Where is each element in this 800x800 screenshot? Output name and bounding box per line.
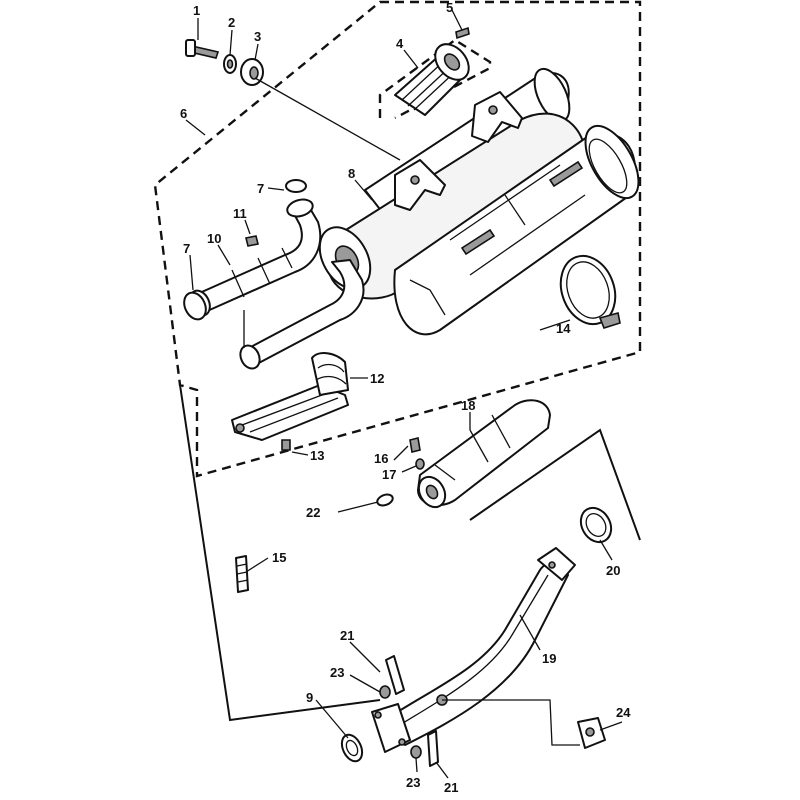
pipe-heat-shield-edge [241, 391, 339, 433]
clamp-band-inner [566, 261, 610, 319]
heat-shield-end-ring [584, 124, 640, 200]
bracket-hole-front [410, 175, 420, 185]
stud-21-upper [385, 655, 405, 695]
bolt-16 [409, 437, 421, 453]
pipe-heat-shield-ribs [315, 363, 347, 385]
grommet-hole-3 [249, 66, 259, 80]
heat-shield-slot-2 [548, 160, 584, 188]
header-pipe [183, 179, 322, 321]
connector-pipe-end [239, 344, 261, 370]
callout-23-lower: 23 [406, 775, 420, 790]
flange-hole-1 [374, 711, 382, 719]
stud-21-lower [427, 730, 439, 767]
clamp-bolt [598, 311, 621, 329]
assembly-boundary-dashed [153, 0, 642, 478]
connector-pipe [244, 259, 365, 366]
right-boundary-line [469, 428, 641, 541]
end-cap [579, 506, 613, 544]
pipe-heat-shield-saddle [311, 352, 349, 396]
tail-pipe-inlet-hole [425, 484, 439, 500]
callout-13: 13 [310, 448, 324, 463]
gasket-7-upper [285, 179, 307, 193]
sensor-wire [442, 699, 580, 746]
callout-24: 24 [616, 705, 631, 720]
pipe-heat-shield-hole [235, 423, 245, 433]
callout-17: 17 [382, 467, 396, 482]
spark-arrestor-flange-hole [443, 53, 461, 71]
callout-23-upper: 23 [330, 665, 344, 680]
header-pipe-outlet [286, 198, 314, 218]
nut-11 [245, 235, 259, 247]
callout-14: 14 [556, 321, 571, 336]
bolt-head-1 [185, 39, 196, 57]
washer-17 [415, 458, 425, 470]
callout-7-upper: 7 [257, 181, 264, 196]
bolt-washer-grommet [185, 39, 264, 86]
lower-boundary-line [179, 384, 381, 722]
callout-18: 18 [461, 398, 475, 413]
callout-16: 16 [374, 451, 388, 466]
spark-arrestor [394, 26, 470, 116]
callout-2: 2 [228, 15, 235, 30]
callout-19: 19 [542, 651, 556, 666]
callout-10: 10 [207, 231, 221, 246]
callout-6: 6 [180, 106, 187, 121]
callout-9: 9 [306, 690, 313, 705]
muffler-heat-shield [393, 124, 640, 336]
callout-7-lower: 7 [183, 241, 190, 256]
heat-shield-cutout [409, 279, 446, 316]
muffler-bracket-rear [471, 91, 523, 143]
heat-shield-end-inner [588, 138, 628, 194]
callout-21-lower: 21 [444, 780, 458, 795]
gasket-7-lower [183, 291, 207, 321]
washer-hole-2 [226, 59, 234, 69]
callout-15: 15 [272, 550, 286, 565]
leader-lines [185, 9, 623, 779]
header-pipe-tube [194, 204, 322, 313]
spring-15 [235, 555, 249, 593]
gasket-9-inner [345, 739, 359, 757]
subassembly-boundary-dashed [378, 38, 492, 120]
muffler-bracket-front [394, 159, 446, 211]
callout-5: 5 [446, 0, 453, 15]
oxygen-sensor [442, 699, 606, 749]
nut-23-lower [410, 745, 422, 759]
muffler-clamp [559, 254, 621, 329]
screw-5 [455, 26, 470, 40]
callout-3: 3 [254, 29, 261, 44]
gasket-9 [340, 733, 364, 763]
callout-1: 1 [193, 3, 200, 18]
pipe-heat-shield [231, 352, 349, 451]
callout-20: 20 [606, 563, 620, 578]
end-cap-inner [585, 513, 607, 537]
heat-shield-slot-1 [460, 228, 496, 256]
callout-21-upper: 21 [340, 628, 354, 643]
front-pipe-bracket [537, 547, 576, 581]
sensor-tip [585, 727, 595, 737]
bolt-13 [281, 439, 291, 451]
end-cap-body [579, 506, 613, 544]
callout-4: 4 [396, 36, 404, 51]
nut-23-upper [379, 685, 391, 699]
gasket-22 [376, 493, 394, 507]
front-exhaust-pipe [340, 547, 576, 767]
callout-labels: 1 2 3 4 5 6 7 7 8 9 10 11 12 13 14 15 16… [180, 0, 631, 795]
heat-shield-ribs [449, 164, 586, 276]
tail-pipe-section [409, 399, 551, 509]
flange-hole-2 [398, 738, 406, 746]
tail-pipe-ribs [434, 414, 511, 481]
header-pipe-seams [231, 247, 293, 298]
callout-22: 22 [306, 505, 320, 520]
front-pipe-bracket-hole [548, 561, 556, 569]
front-pipe-seam [394, 574, 549, 729]
callout-11: 11 [233, 206, 247, 221]
callout-12: 12 [370, 371, 384, 386]
bracket-hole-rear [488, 105, 498, 115]
callout-8: 8 [348, 166, 355, 181]
